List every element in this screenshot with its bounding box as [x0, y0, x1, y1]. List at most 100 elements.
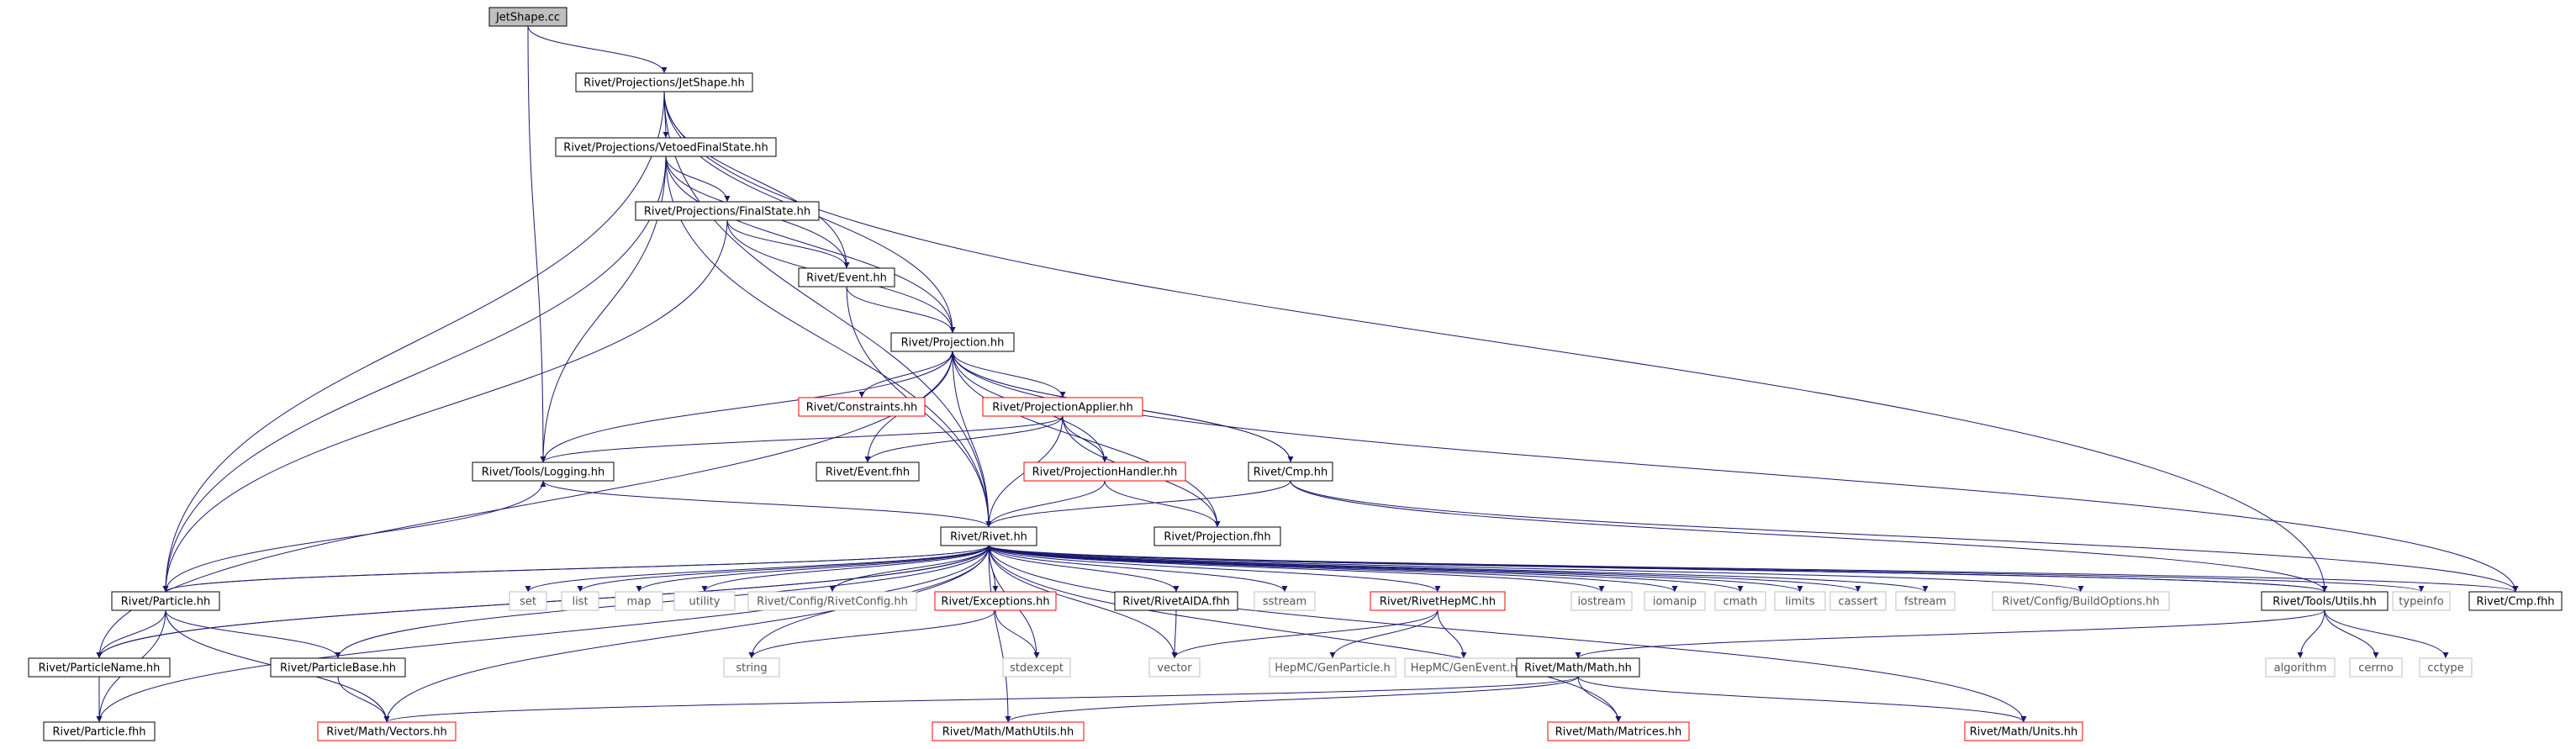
- node-rivet-cmp-hh[interactable]: Rivet/Cmp.hh: [1248, 462, 1333, 482]
- edge-rivet-rivet-hh-to-rivet-math-mathutils-hh: [988, 545, 1011, 723]
- node-box: [982, 397, 1143, 417]
- edges-layer: [96, 25, 2519, 723]
- node-box: [1023, 462, 1186, 482]
- node-cctype: cctype: [2419, 657, 2473, 678]
- node-map: map: [615, 591, 663, 611]
- node-rivet-projection-fhh[interactable]: Rivet/Projection.fhh: [1153, 526, 1281, 546]
- edge-rivet-projection-hh-to-rivet-projection-fhh: [952, 351, 1221, 528]
- edge-rivet-rivetaida-fhh-to-vector: [1171, 609, 1178, 659]
- node-box: [2392, 591, 2451, 611]
- node-rivet-tools-utils-hh[interactable]: Rivet/Tools/Utils.hh: [2261, 591, 2389, 611]
- edge-rivet-tools-utils-hh-to-algorithm: [2297, 609, 2325, 659]
- edge-rivet-math-math-hh-to-rivet-math-matrices-hh: [1577, 676, 1622, 723]
- node-box: [723, 657, 780, 678]
- node-rivet-config-buildoptions-hh: Rivet/Config/BuildOptions.hh: [1992, 591, 2170, 611]
- node-iostream: iostream: [1570, 591, 1633, 611]
- node-rivet-projection-hh[interactable]: Rivet/Projection.hh: [890, 332, 1015, 352]
- node-label: utility: [689, 596, 721, 609]
- node-rivet-particle-fhh[interactable]: Rivet/Particle.fhh: [43, 721, 156, 741]
- node-label: cassert: [1838, 596, 1877, 609]
- node-rivet-projectionhandler-hh[interactable]: Rivet/ProjectionHandler.hh: [1023, 462, 1186, 482]
- node-rivet-projections-vetoedfinalstate-hh[interactable]: Rivet/Projections/VetoedFinalState.hh: [555, 137, 777, 157]
- node-box: [1992, 591, 2170, 611]
- node-label: iomanip: [1653, 596, 1697, 609]
- node-box: [2349, 657, 2403, 678]
- node-rivet-rivetaida-fhh[interactable]: Rivet/RivetAIDA.fhh: [1114, 591, 1238, 611]
- node-rivet-exceptions-hh[interactable]: Rivet/Exceptions.hh: [934, 591, 1057, 611]
- node-label: Rivet/Math/Matrices.hh: [1555, 726, 1681, 739]
- node-utility: utility: [673, 591, 736, 611]
- edge-rivet-cmp-hh-to-rivet-cmp-fhh: [1290, 480, 2519, 593]
- node-algorithm: algorithm: [2265, 657, 2336, 678]
- node-box: [575, 72, 753, 92]
- node-rivet-math-vectors-hh[interactable]: Rivet/Math/Vectors.hh: [317, 721, 457, 741]
- node-rivet-projections-finalstate-hh[interactable]: Rivet/Projections/FinalState.hh: [635, 201, 820, 221]
- node-rivet-math-mathutils-hh[interactable]: Rivet/Math/MathUtils.hh: [932, 721, 1085, 741]
- node-label: vector: [1157, 662, 1192, 675]
- edge-rivet-tools-utils-hh-to-cctype: [2324, 609, 2449, 659]
- node-label: HepMC/GenEvent.h: [1411, 662, 1518, 675]
- node-box: [509, 591, 547, 611]
- node-set: set: [509, 591, 547, 611]
- edge-rivet-tools-utils-hh-to-rivet-math-math-hh: [1575, 609, 2325, 659]
- node-box: [43, 721, 156, 741]
- node-box: [555, 137, 777, 157]
- edge-rivet-rivet-hh-to-vector: [988, 545, 1178, 659]
- nodes-layer: JetShape.ccRivet/Projections/JetShape.hh…: [28, 7, 2563, 741]
- node-rivet-math-math-hh[interactable]: Rivet/Math/Math.hh: [1516, 657, 1640, 678]
- node-hepmc-genevent-h: HepMC/GenEvent.h: [1404, 657, 1523, 678]
- node-rivet-math-units-hh[interactable]: Rivet/Math/Units.hh: [1964, 721, 2083, 741]
- node-rivet-rivethepmc-hh[interactable]: Rivet/RivetHepMC.hh: [1370, 591, 1506, 611]
- node-label: Rivet/ProjectionApplier.hh: [992, 402, 1132, 414]
- node-box: [934, 591, 1057, 611]
- node-box: [673, 591, 736, 611]
- edge-rivet-projectionhandler-hh-to-rivet-rivet-hh: [985, 480, 1106, 528]
- node-rivet-tools-logging-hh[interactable]: Rivet/Tools/Logging.hh: [472, 462, 615, 482]
- node-rivet-cmp-fhh[interactable]: Rivet/Cmp.fhh: [2468, 591, 2563, 611]
- edge-rivet-projections-jetshape-hh-to-rivet-event-hh: [663, 91, 850, 269]
- node-label: Rivet/ParticleBase.hh: [280, 662, 396, 675]
- node-box: [561, 591, 599, 611]
- node-box: [270, 657, 406, 678]
- node-label: HepMC/GenParticle.h: [1275, 662, 1390, 675]
- node-list: list: [561, 591, 599, 611]
- node-jetshape-cc[interactable]: JetShape.cc: [488, 7, 567, 27]
- node-rivet-constraints-hh[interactable]: Rivet/Constraints.hh: [798, 397, 926, 417]
- node-label: list: [572, 596, 588, 609]
- node-rivet-particlebase-hh[interactable]: Rivet/ParticleBase.hh: [270, 657, 406, 678]
- node-rivet-particle-hh[interactable]: Rivet/Particle.hh: [111, 591, 220, 611]
- edge-rivet-rivet-hh-to-cmath: [988, 545, 1744, 593]
- edge-rivet-rivet-hh-to-iostream: [988, 545, 1605, 593]
- node-iomanip: iomanip: [1644, 591, 1706, 611]
- node-label: Rivet/Tools/Utils.hh: [2272, 596, 2376, 609]
- node-box: [1148, 657, 1201, 678]
- node-box: [317, 721, 457, 741]
- node-box: [2468, 591, 2563, 611]
- node-rivet-projections-jetshape-hh[interactable]: Rivet/Projections/JetShape.hh: [575, 72, 753, 92]
- edge-rivet-rivet-hh-to-sstream: [988, 545, 1288, 593]
- node-box: [1714, 591, 1766, 611]
- node-label: map: [627, 596, 652, 609]
- node-label: limits: [1785, 596, 1815, 609]
- node-rivet-event-hh[interactable]: Rivet/Event.hh: [798, 267, 895, 287]
- node-box: [1895, 591, 1956, 611]
- node-box: [488, 7, 567, 27]
- node-sstream: sstream: [1254, 591, 1316, 611]
- node-rivet-rivet-hh[interactable]: Rivet/Rivet.hh: [940, 526, 1037, 546]
- node-box: [890, 332, 1015, 352]
- edge-rivet-projections-jetshape-hh-to-rivet-particle-hh: [162, 91, 665, 593]
- edge-rivet-math-math-hh-to-rivet-math-units-hh: [1577, 676, 2027, 723]
- node-rivet-projectionapplier-hh[interactable]: Rivet/ProjectionApplier.hh: [982, 397, 1143, 417]
- node-label: Rivet/Rivet.hh: [950, 531, 1027, 544]
- node-rivet-particlename-hh[interactable]: Rivet/ParticleName.hh: [28, 657, 171, 678]
- node-box: [1254, 591, 1316, 611]
- node-box: [111, 591, 220, 611]
- edge-rivet-exceptions-hh-to-stdexcept: [995, 609, 1040, 659]
- node-rivet-math-matrices-hh[interactable]: Rivet/Math/Matrices.hh: [1547, 721, 1690, 741]
- edge-rivet-projections-jetshape-hh-to-rivet-tools-utils-hh: [663, 91, 2328, 593]
- edge-rivet-projectionapplier-hh-to-rivet-projectionhandler-hh: [1062, 415, 1108, 463]
- node-box: [1269, 657, 1396, 678]
- edge-rivet-rivet-hh-to-iomanip: [988, 545, 1678, 593]
- node-rivet-event-fhh[interactable]: Rivet/Event.fhh: [816, 462, 920, 482]
- edge-rivet-cmp-hh-to-rivet-tools-utils-hh: [1290, 480, 2328, 593]
